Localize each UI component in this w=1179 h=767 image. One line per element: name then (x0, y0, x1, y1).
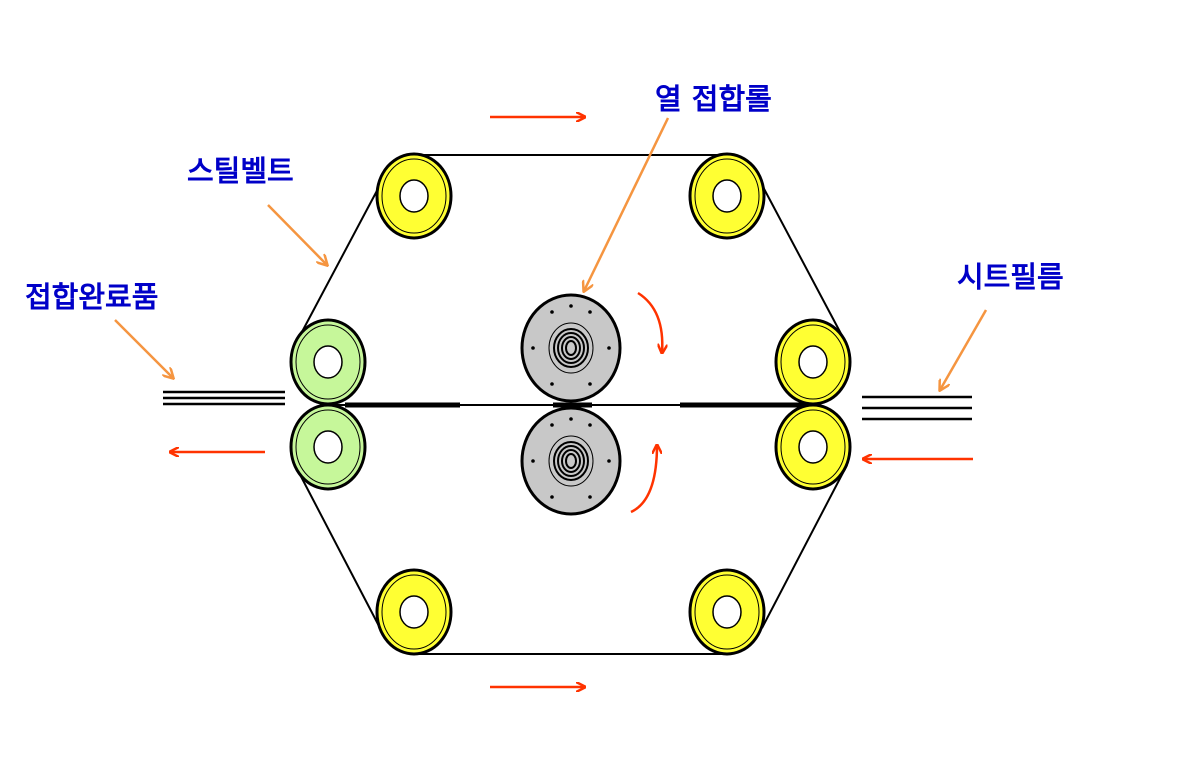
belt-roller (375, 568, 453, 656)
finished-product-stack (163, 390, 285, 406)
upper-roll-rotation-arrow (637, 291, 662, 353)
sheet-film-label: 시트필름 (957, 260, 1064, 294)
heat-roll-label: 열 접합롤 (655, 82, 772, 116)
steel-belt-pointer-arrow (267, 204, 327, 265)
belt-roller (688, 152, 766, 240)
belt-roller (774, 403, 852, 491)
pointer-arrows (114, 117, 988, 390)
flow-arrows (170, 117, 973, 687)
finished-product-pointer-arrow (114, 319, 173, 378)
output-roller (289, 403, 367, 491)
belt-roller (375, 152, 453, 240)
sheet-film-stack (862, 395, 972, 421)
belt-roller (688, 568, 766, 656)
sheet-film-pointer-arrow (940, 309, 988, 390)
output-roller (289, 318, 367, 406)
lower-heat-roll (520, 406, 622, 516)
upper-heat-roll (520, 293, 622, 403)
steel-belt-label: 스틸벨트 (187, 154, 294, 188)
lower-roll-rotation-arrow (630, 445, 657, 514)
heat-roll-pointer-arrow (584, 117, 670, 291)
belt-roller (774, 318, 852, 406)
finished-product-label: 접합완료품 (25, 280, 159, 314)
